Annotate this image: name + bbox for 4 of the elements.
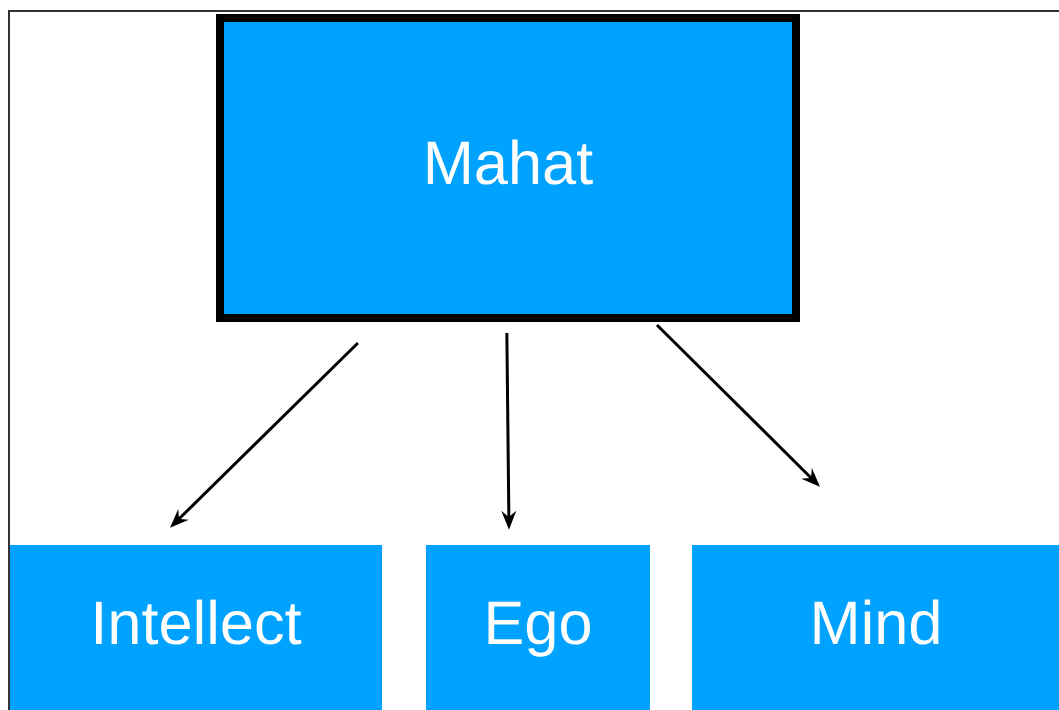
- process-box: Mahat: [216, 14, 800, 322]
- process-box: Mind: [692, 545, 1059, 710]
- process-box: Intellect: [10, 545, 382, 710]
- process-box: Ego: [426, 545, 650, 710]
